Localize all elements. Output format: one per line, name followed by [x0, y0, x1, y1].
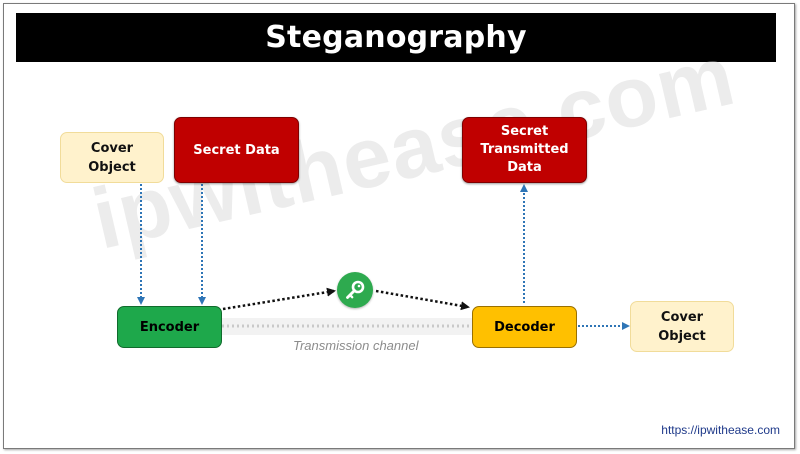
secret-transmitted-data-box: Secret Transmitted Data [462, 117, 587, 183]
secret-data-label: Secret Data [193, 142, 280, 158]
decoder-box: Decoder [472, 306, 577, 348]
encoder-box: Encoder [117, 306, 222, 348]
title-bar: Steganography [16, 13, 776, 62]
arrow-key-to-decoder [375, 289, 470, 311]
slide-frame [3, 3, 795, 449]
cover-object-output-box: Cover Object [630, 301, 734, 352]
footer-url-link[interactable]: https://ipwithease.com [661, 423, 780, 437]
key-icon [346, 280, 365, 299]
encoder-label: Encoder [139, 319, 200, 335]
secret-transmitted-data-label: Secret Transmitted Data [480, 124, 569, 175]
page-title: Steganography [265, 20, 527, 55]
cover-object-input-label: Cover Object [88, 140, 136, 175]
transmission-channel-label: Transmission channel [293, 338, 419, 353]
key-badge [337, 272, 373, 308]
cover-object-output-label: Cover Object [658, 309, 706, 344]
arrow-encoder-to-key [222, 287, 336, 311]
cover-object-input-box: Cover Object [60, 132, 164, 183]
secret-data-box: Secret Data [174, 117, 299, 183]
decoder-label: Decoder [494, 319, 555, 335]
